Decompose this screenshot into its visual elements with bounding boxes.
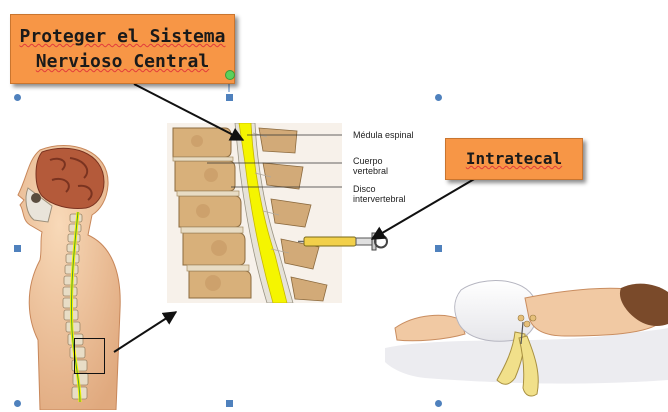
rotation-handle[interactable] xyxy=(225,70,235,80)
arrow-to-medula xyxy=(134,84,243,140)
selection-handle-top-left[interactable] xyxy=(14,94,21,101)
selection-handle-bottom-left[interactable] xyxy=(14,400,21,407)
selection-handle-top-right[interactable] xyxy=(435,94,442,101)
selection-handle-top-center[interactable] xyxy=(226,94,233,101)
callout-intratecal[interactable]: Intratecal xyxy=(445,138,583,180)
callout-proteger-snc[interactable]: Proteger el Sistema Nervioso Central xyxy=(10,14,235,84)
selection-handle-bottom-right[interactable] xyxy=(435,400,442,407)
selection-handle-middle-right[interactable] xyxy=(435,245,442,252)
callout-intratecal-label: Intratecal xyxy=(466,149,562,168)
selection-handle-middle-left[interactable] xyxy=(14,245,21,252)
callout-cns-line1: Proteger el Sistema xyxy=(11,24,234,49)
arrow-to-syringe xyxy=(372,178,476,239)
selection-handle-bottom-center[interactable] xyxy=(226,400,233,407)
arrow-zoom-link xyxy=(114,312,176,352)
callout-cns-line2: Nervioso Central xyxy=(11,49,234,74)
